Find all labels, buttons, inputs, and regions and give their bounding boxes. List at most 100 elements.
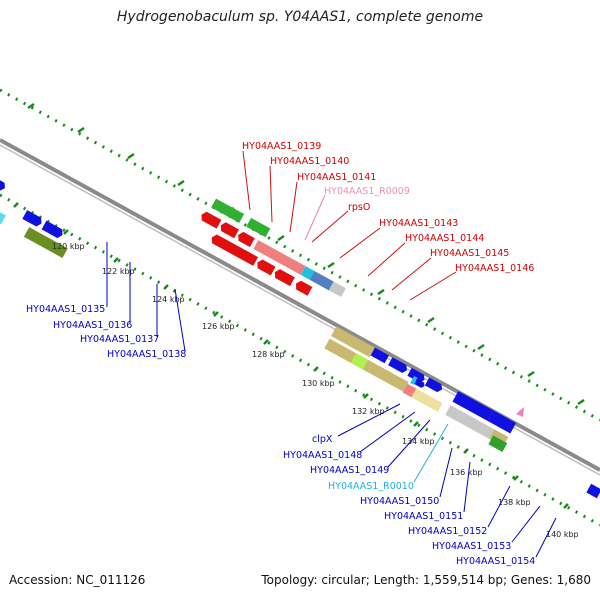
- cds-cluster-red-top[interactable]: [199, 210, 346, 298]
- gene-label-0141[interactable]: HY04AAS1_0141: [297, 172, 376, 183]
- accession-text: Accession: NC_011126: [9, 573, 146, 587]
- cds-cluster-right-mid[interactable]: [402, 375, 448, 412]
- cds-arrow-0141[interactable]: [236, 230, 255, 247]
- inner-tick: [463, 448, 469, 454]
- gene-label-rpsO[interactable]: rpsO: [348, 202, 370, 213]
- gene-label-R0010[interactable]: HY04AAS1_R0010: [328, 481, 414, 492]
- outer-tick: [27, 102, 35, 110]
- cds-arrow-0144[interactable]: [255, 258, 276, 276]
- rrna-R0009[interactable]: [253, 240, 306, 275]
- inner-tick: [63, 229, 69, 235]
- gene-label-0150[interactable]: HY04AAS1_0150: [360, 496, 439, 507]
- cds-gray[interactable]: [328, 281, 346, 298]
- cds-arrow[interactable]: [424, 377, 444, 393]
- gene-label-0153[interactable]: HY04AAS1_0153: [432, 541, 511, 552]
- cds-cluster-120kbp[interactable]: [0, 188, 6, 225]
- cds-cyan-light[interactable]: [0, 208, 6, 225]
- cds-arrow-0140[interactable]: [218, 221, 239, 239]
- inner-tick: [213, 311, 219, 317]
- cds-green[interactable]: [246, 217, 271, 238]
- cds-cluster-red-bottom[interactable]: [209, 233, 313, 296]
- cds-lime[interactable]: [350, 353, 369, 370]
- gene-label-0135[interactable]: HY04AAS1_0135: [26, 304, 105, 315]
- gene-label-0152[interactable]: HY04AAS1_0152: [408, 526, 487, 537]
- cds-arrow[interactable]: [0, 177, 7, 192]
- cds-rpsO[interactable]: [300, 266, 315, 280]
- gene-label-0145[interactable]: HY04AAS1_0145: [430, 248, 509, 259]
- cds-paleyellow[interactable]: [411, 388, 443, 412]
- gene-label-0146[interactable]: HY04AAS1_0146: [455, 263, 534, 274]
- cds-pink[interactable]: [402, 383, 417, 398]
- pink-marker: [516, 407, 524, 417]
- leader-0148: [359, 411, 416, 453]
- gene-label-0143[interactable]: HY04AAS1_0143: [379, 218, 458, 229]
- cds-arrow[interactable]: [41, 220, 65, 240]
- cds-arrow-0146[interactable]: [294, 279, 313, 296]
- inner-tick-marks: [13, 202, 569, 509]
- tick-label-138: 138 kbp: [498, 498, 531, 507]
- inner-dotted-ring: [0, 193, 600, 527]
- gene-label-0140[interactable]: HY04AAS1_0140: [270, 156, 349, 167]
- labels-left-blue: HY04AAS1_0135 HY04AAS1_0136 HY04AAS1_013…: [26, 304, 186, 360]
- cds-arrow-0145[interactable]: [273, 268, 295, 287]
- tick-label-128: 128 kbp: [252, 350, 285, 359]
- cds-green-0154[interactable]: [488, 435, 508, 452]
- cds-steel[interactable]: [309, 270, 334, 291]
- outer-tick: [427, 316, 435, 324]
- cds-cluster-right-far[interactable]: [443, 391, 518, 452]
- inner-tick: [263, 339, 269, 345]
- cds-blue-0150[interactable]: [452, 391, 494, 421]
- cds-blue-edge[interactable]: [586, 483, 600, 499]
- cds-olive-0138[interactable]: [23, 227, 68, 258]
- cds-cluster-upper-blue[interactable]: [0, 153, 7, 192]
- cds-cluster-green-top[interactable]: [211, 198, 271, 238]
- gene-label-0136[interactable]: HY04AAS1_0136: [53, 320, 132, 331]
- gene-label-0138[interactable]: HY04AAS1_0138: [107, 349, 186, 360]
- cds-arrow-small[interactable]: [414, 378, 426, 389]
- gene-label-0144[interactable]: HY04AAS1_0144: [405, 233, 484, 244]
- tick-label-130: 130 kbp: [302, 379, 335, 388]
- cds-arrow-0143[interactable]: [209, 233, 259, 266]
- leader-0143: [339, 227, 381, 259]
- label-group-bottom: [337, 403, 557, 558]
- cds-arrow[interactable]: [407, 367, 426, 384]
- gene-label-clpX[interactable]: clpX: [312, 434, 333, 445]
- tick-label-136: 136 kbp: [450, 468, 483, 477]
- gene-label-0149[interactable]: HY04AAS1_0149: [310, 465, 389, 476]
- page-title: Hydrogenobaculum sp. Y04AAS1, complete g…: [116, 9, 484, 25]
- gene-label-0154[interactable]: HY04AAS1_0154: [456, 556, 535, 567]
- tick-label-132: 132 kbp: [352, 407, 385, 416]
- inner-tick: [113, 257, 119, 263]
- cds-cyan-small[interactable]: [410, 375, 418, 385]
- gene-label-R0009[interactable]: HY04AAS1_R0009: [324, 186, 410, 197]
- tick-label-134: 134 kbp: [402, 437, 435, 446]
- leader-0145: [391, 257, 432, 291]
- outer-tick: [127, 152, 135, 160]
- cds-olive[interactable]: [23, 227, 68, 258]
- gene-label-0139[interactable]: HY04AAS1_0139: [242, 141, 321, 152]
- gene-label-0137[interactable]: HY04AAS1_0137: [80, 334, 159, 345]
- genome-summary-text: Topology: circular; Length: 1,559,514 bp…: [261, 573, 591, 587]
- cds-blue[interactable]: [370, 347, 389, 364]
- cds-arrow[interactable]: [388, 357, 409, 374]
- cds-khaki-long[interactable]: [324, 338, 409, 392]
- feature-track: [0, 153, 518, 452]
- cds-cluster-right-upper[interactable]: [324, 326, 444, 407]
- cds-blue-0151[interactable]: [487, 410, 517, 434]
- inner-tick: [163, 284, 169, 290]
- outer-dotted-ring: [0, 88, 600, 422]
- cds-khaki[interactable]: [331, 326, 375, 358]
- cds-gray-0152[interactable]: [445, 405, 495, 439]
- cds-cluster-124kbp[interactable]: [22, 210, 64, 239]
- tick-label-126: 126 kbp: [202, 322, 235, 331]
- leader-0138: [174, 288, 186, 352]
- gene-label-0151[interactable]: HY04AAS1_0151: [384, 511, 463, 522]
- cds-green[interactable]: [211, 198, 245, 223]
- leader-0141: [289, 181, 298, 233]
- gene-label-0148[interactable]: HY04AAS1_0148: [283, 450, 362, 461]
- outer-tick: [577, 398, 585, 406]
- cds-arrow-0139[interactable]: [199, 210, 222, 229]
- cds-arrow-0137[interactable]: [22, 210, 43, 228]
